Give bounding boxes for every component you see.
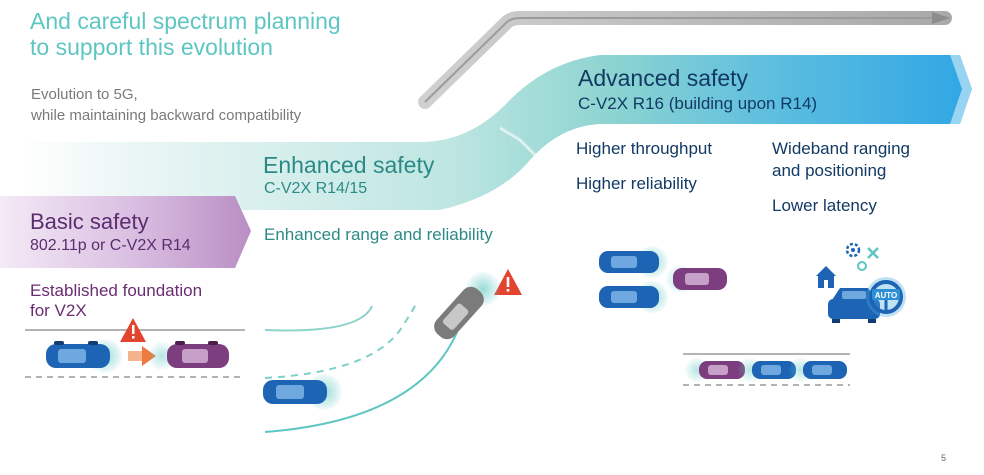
feature-lower-latency: Lower latency	[772, 196, 877, 215]
steering-wheel-icon: AUTO	[866, 277, 906, 317]
car-icon	[789, 358, 847, 382]
enhanced-safety-description: Enhanced range and reliability	[264, 225, 493, 244]
car-icon	[148, 341, 229, 370]
description-line: for V2X	[30, 301, 87, 320]
page-number: 5	[941, 453, 947, 463]
house-icon	[816, 266, 836, 288]
evolution-band	[20, 55, 972, 210]
feature-wideband-ranging: Wideband ranging and positioning	[772, 139, 910, 180]
gear-icon	[845, 242, 861, 258]
page-title: And careful spectrum planning to support…	[30, 8, 341, 60]
car-icon	[46, 339, 122, 373]
title-line: And careful spectrum planning	[30, 8, 341, 34]
car-icon	[599, 281, 668, 313]
enhanced-safety-title: Enhanced safety	[263, 152, 435, 178]
advanced-safety-subtitle: C-V2X R16 (building upon R14)	[578, 94, 818, 113]
feature-higher-reliability: Higher reliability	[576, 174, 697, 193]
warning-icon	[120, 318, 146, 342]
description-line: Established foundation	[30, 281, 203, 300]
feature-higher-throughput: Higher throughput	[576, 139, 713, 158]
basic-safety-description: Established foundation for V2X	[30, 281, 202, 321]
car-icon	[599, 246, 668, 278]
basic-chevron	[0, 196, 251, 268]
warning-icon	[494, 269, 522, 295]
advanced-safety-title: Advanced safety	[578, 65, 749, 91]
car-front-icon	[828, 288, 880, 323]
page-subtitle: Evolution to 5G, while maintaining backw…	[31, 84, 301, 126]
car-icon	[263, 374, 342, 410]
subtitle-line: Evolution to 5G,	[31, 86, 138, 103]
auto-label: AUTO	[875, 291, 898, 300]
subtitle-line: while maintaining backward compatibility	[31, 107, 302, 124]
basic-safety-subtitle: 802.11p or C-V2X R14	[30, 237, 191, 254]
car-icon	[434, 272, 500, 340]
enhanced-safety-subtitle: C-V2X R14/15	[264, 180, 368, 197]
arrow-head-icon	[932, 12, 950, 24]
car-icon	[738, 358, 796, 382]
car-icon	[666, 265, 727, 293]
car-icon	[685, 358, 745, 382]
basic-safety-title: Basic safety	[30, 209, 149, 234]
robot-arm-icon	[857, 247, 879, 271]
title-line: to support this evolution	[30, 34, 273, 60]
